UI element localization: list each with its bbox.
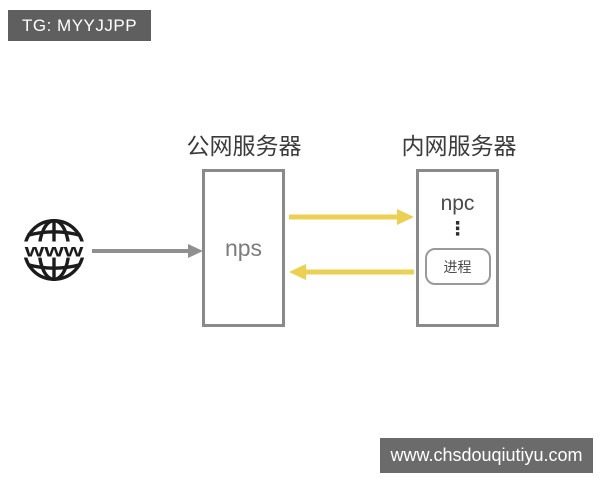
process-label: 进程: [443, 258, 472, 275]
globe-www-icon: www: [21, 219, 87, 281]
nps-node-label: nps: [224, 234, 263, 261]
arrow-internet-to-nps: [92, 244, 203, 258]
arrow-nps-to-npc: [289, 209, 414, 225]
private-server-title: 内网服务器: [401, 133, 517, 159]
public-server-title: 公网服务器: [186, 133, 302, 159]
npc-node-label: npc: [440, 192, 475, 215]
private-server-box: npc ⋮ 进程: [416, 169, 499, 327]
watermark: www.chsdouqiutiyu.com: [380, 438, 593, 473]
tg-badge: TG: MYYJJPP: [8, 10, 152, 41]
globe-www-text: www: [23, 241, 83, 261]
vertical-ellipsis: ⋮: [448, 219, 467, 240]
public-server-box: nps: [202, 169, 285, 327]
arrow-npc-to-nps: [289, 264, 414, 280]
process-pill: 进程: [424, 248, 491, 285]
